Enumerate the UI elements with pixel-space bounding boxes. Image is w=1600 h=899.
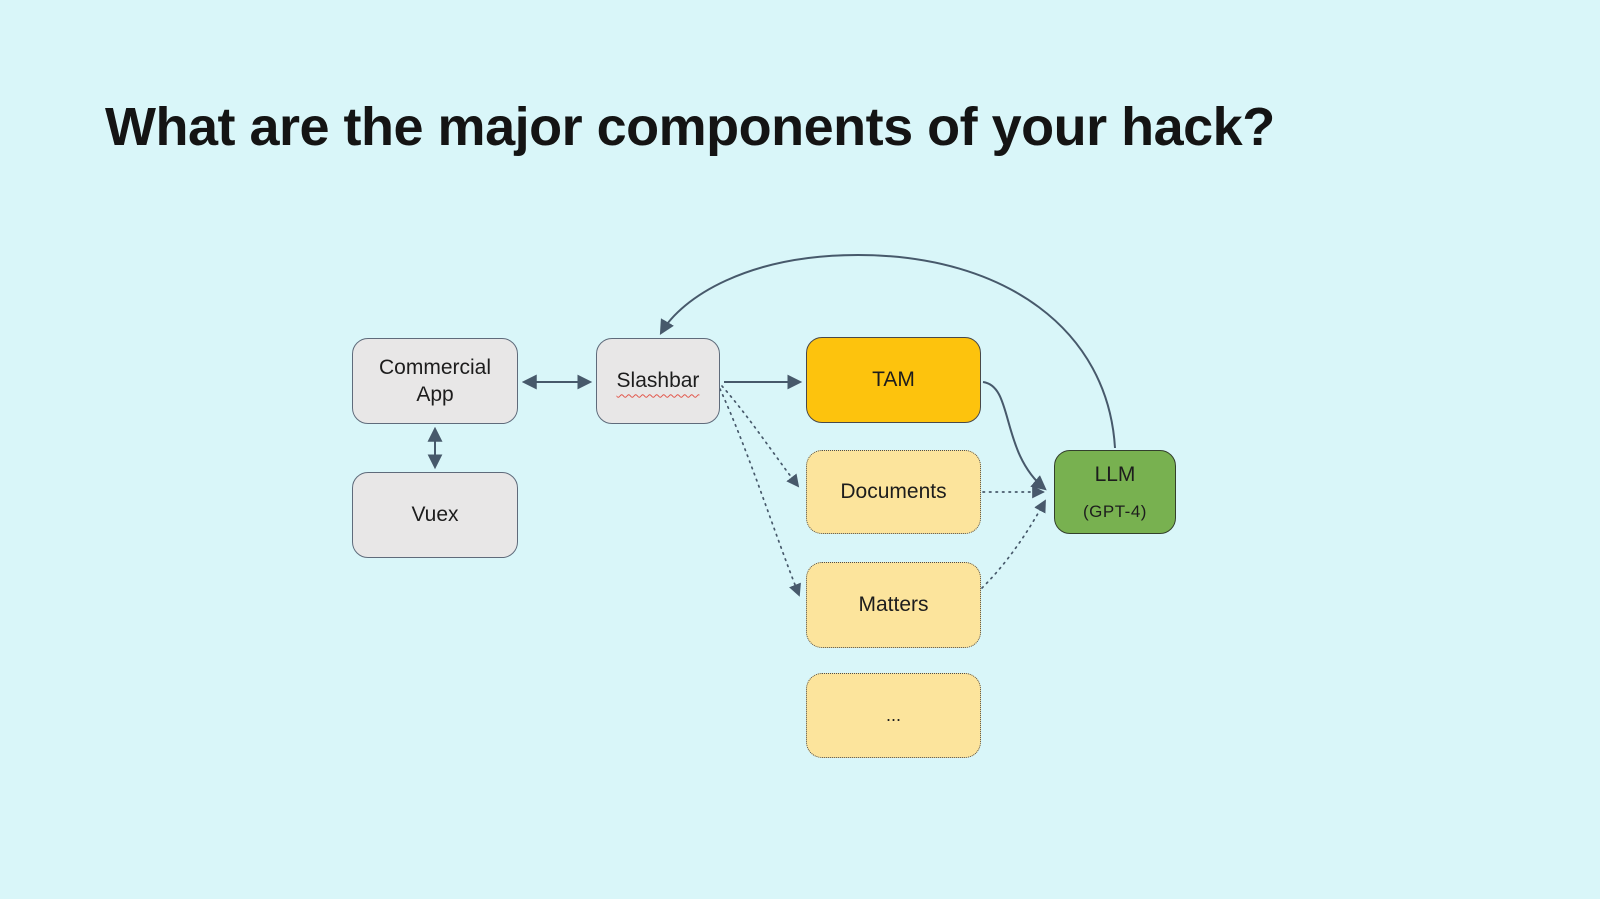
edge-slashbar-matters[interactable] [719, 388, 801, 597]
node-label: Commercial App [378, 355, 491, 406]
node-sublabel: (GPT-4) [1083, 502, 1147, 522]
node-label-spellchecked: Slashbar [616, 369, 700, 393]
node-label: TAM [872, 368, 915, 392]
node-documents[interactable]: Documents [806, 450, 981, 534]
node-matters[interactable]: Matters [806, 562, 981, 648]
node-llm[interactable]: LLM (GPT-4) [1054, 450, 1176, 534]
node-label: Matters [858, 593, 929, 617]
node-vuex[interactable]: Vuex [352, 472, 518, 558]
slide-title[interactable]: What are the major components of your ha… [105, 97, 1275, 157]
node-commercial-app[interactable]: Commercial App [352, 338, 518, 424]
node-label: Documents [840, 480, 947, 504]
node-tam[interactable]: TAM [806, 337, 981, 423]
node-label: LLM [1094, 462, 1136, 486]
node-label: ... [885, 704, 901, 725]
edge-slashbar-documents[interactable] [721, 385, 800, 488]
node-ellipsis[interactable]: ... [806, 673, 981, 758]
edge-matters-llm[interactable] [981, 499, 1046, 589]
edge-tam-llm[interactable] [982, 381, 1047, 491]
node-label: Vuex [411, 503, 459, 527]
edge-llm-slashbar[interactable] [659, 253, 1116, 449]
node-slashbar[interactable]: Slashbar [596, 338, 720, 424]
